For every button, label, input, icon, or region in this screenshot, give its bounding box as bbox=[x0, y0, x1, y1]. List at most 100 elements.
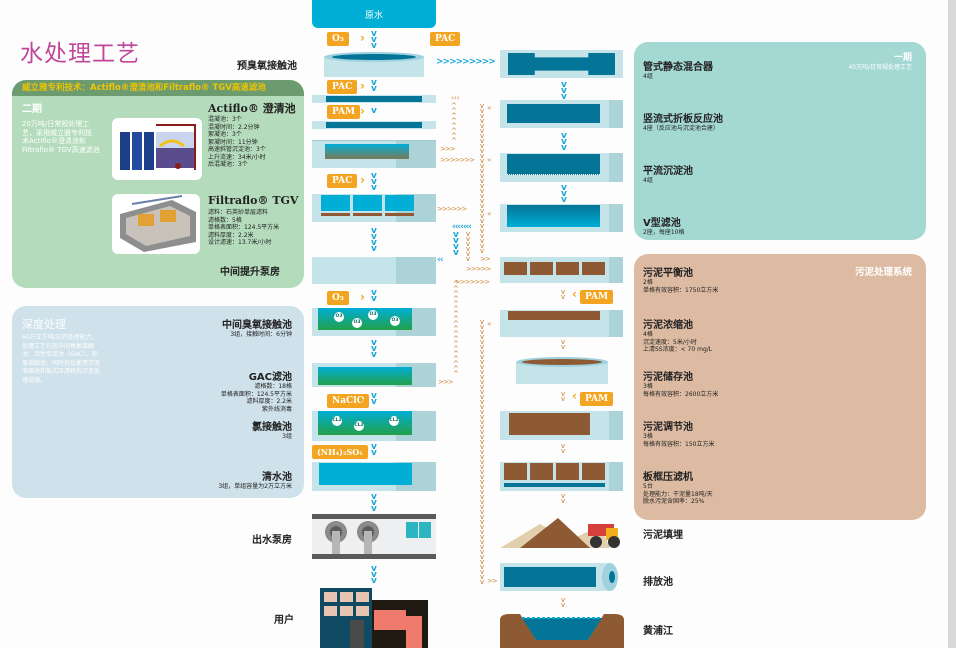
item-spec: 单格表面积：124.5平方米 bbox=[220, 390, 292, 398]
flow-right-arrows: >>> bbox=[438, 378, 454, 386]
arrow-right-icon: › bbox=[360, 444, 365, 458]
pre-ozone-tank bbox=[324, 52, 424, 77]
desc-line: 氯接触池；同时包括使用污泥 bbox=[22, 359, 101, 367]
filtraflo-title: Filtraflo® TGV bbox=[208, 194, 299, 207]
static-mixer bbox=[500, 50, 623, 78]
clear-water-tank bbox=[312, 462, 436, 491]
return-flow-up: ^^^^^^^^ bbox=[451, 102, 457, 145]
flow-right-arrows: >>>>> bbox=[466, 265, 491, 273]
flow-right-arrows: >>>>>> bbox=[437, 205, 467, 213]
item-spec: 每格有效容积：2600立方米 bbox=[643, 390, 719, 398]
item-sludge-balance: 污泥平衡池 2格 单格有效容积：1750立方米 bbox=[643, 264, 718, 294]
item-spec: 紫外线消毒 bbox=[261, 405, 292, 413]
item-spec: 4格 bbox=[643, 331, 653, 338]
o3-bubble: O3 bbox=[352, 318, 362, 328]
item-spec: 5台 bbox=[643, 483, 653, 490]
desc-line: 艺，采用威立雅专利技 bbox=[22, 128, 92, 137]
rail bbox=[312, 134, 436, 141]
landfill-label: 污泥填埋 bbox=[643, 530, 683, 541]
item-folded-plate: 竖流式折板反应池 4座（反应池与沉淀池合建） bbox=[643, 110, 723, 133]
spec-line: 混凝池：3个 bbox=[208, 116, 242, 123]
item-spec: 4座（反应池与沉淀池合建） bbox=[643, 125, 719, 132]
page-title: 水处理工艺 bbox=[20, 41, 140, 67]
o3-bubble: O3 bbox=[390, 316, 400, 326]
landfill-illustration bbox=[500, 518, 620, 548]
phase1-subtitle: 40万吨/日常规处理工艺 bbox=[848, 64, 912, 71]
backwash-left-arrows: ‹‹‹‹‹‹‹ bbox=[452, 222, 472, 232]
desc-line: 20万吨/日常规处理工 bbox=[22, 120, 90, 128]
advanced-desc: 60万立方吨/日的处理能力， 处理工艺包括中间臭氧接触 池、活性炭滤池（GAC）… bbox=[22, 334, 142, 385]
mid-ozone-tank: O3 O3 O3 O3 bbox=[312, 308, 436, 336]
item-spec: 单格有效容积：1750立方米 bbox=[643, 286, 719, 294]
sludge-panel: 污泥处理系统 污泥平衡池 2格 单格有效容积：1750立方米 污泥浓缩池 4格 … bbox=[634, 254, 926, 520]
item-spec: 3组，接触时间：6分钟 bbox=[230, 331, 292, 338]
flocculation-tank bbox=[312, 121, 436, 129]
lift-pump-tank bbox=[312, 257, 436, 284]
chem-pac-2: PAC bbox=[327, 80, 358, 94]
phase2-panel: 威立雅专利技术：Actiflo®澄清池和Filtraflo® TGV高速滤池 二… bbox=[12, 80, 304, 288]
advanced-treatment-panel: 深度处理 60万立方吨/日的处理能力， 处理工艺包括中间臭氧接触 池、活性炭滤池… bbox=[12, 306, 304, 498]
chem-pac-1: PAC bbox=[430, 32, 461, 46]
item-name: 污泥浓缩池 bbox=[643, 320, 693, 331]
desc-line: 浓缩池和板式压滤机的污泥处 bbox=[22, 368, 101, 375]
phase1-panel: 一期 40万吨/日常规处理工艺 管式静态混合器 4组 竖流式折板反应池 4座（反… bbox=[634, 42, 926, 240]
v-filter bbox=[500, 204, 623, 232]
arrow-right-icon: › bbox=[360, 393, 365, 407]
phase2-label: 二期 bbox=[22, 104, 42, 115]
item-spec: 滤料厚度：2.2米 bbox=[246, 398, 292, 405]
cl2-bubble: CL2 bbox=[354, 421, 364, 431]
flow-right-arrows: >> bbox=[487, 577, 498, 585]
flow-left-arrows: ‹‹ bbox=[487, 104, 492, 112]
spec-line: 滤格数：5格 bbox=[208, 216, 242, 224]
raw-water-source: 原水 bbox=[312, 0, 436, 28]
pump-icon bbox=[325, 521, 431, 554]
filtraflo-filter bbox=[312, 194, 436, 222]
users-label: 用户 bbox=[274, 615, 294, 626]
phase2-desc: 20万吨/日常规处理工 艺，采用威立雅专利技 术Actiflo®澄清池和 Fil… bbox=[22, 120, 122, 154]
raw-water-label: 原水 bbox=[364, 11, 383, 21]
actiflo-illustration bbox=[120, 124, 196, 170]
chem-pam-3: PAM bbox=[580, 392, 614, 406]
item-spec: 滤格数：18格 bbox=[254, 383, 292, 390]
arrow-right-icon: › bbox=[360, 79, 365, 93]
desc-line: 60万立方吨/日的处理能力， bbox=[22, 334, 98, 341]
filtraflo-illustration bbox=[120, 195, 196, 252]
chem-pam-1: PAM bbox=[327, 105, 361, 119]
actiflo-diagram bbox=[112, 118, 202, 180]
item-sludge-storage: 污泥储存池 3格 每格有效容积：2600立方米 bbox=[643, 368, 718, 398]
chem-nh4so4: (NH₄)₂SO₄ bbox=[312, 445, 368, 459]
item-name: 竖流式折板反应池 bbox=[643, 114, 723, 125]
discharge-tank bbox=[500, 563, 618, 591]
return-flow-up: ^^^^^^^^^^^^^^^^^^^ bbox=[453, 280, 459, 378]
backwash-left-arrows: ‹‹ bbox=[437, 255, 444, 265]
item-spec: 沉淀速度：5米/小时 bbox=[643, 338, 697, 346]
window-edge bbox=[948, 0, 956, 648]
item-name: 清水池 bbox=[262, 472, 292, 483]
filter-press bbox=[500, 462, 623, 491]
flow-left-arrows: ‹‹ bbox=[487, 156, 492, 164]
spec-line: 滤料厚度：2.2米 bbox=[208, 231, 254, 239]
spec-line: 后混凝池：3个 bbox=[208, 161, 248, 168]
item-static-mixer: 管式静态混合器 4组 bbox=[643, 58, 713, 81]
filtraflo-diagram bbox=[112, 194, 200, 254]
spec-line: 高速斜管沉淀池：3个 bbox=[208, 146, 266, 153]
item-name: 污泥储存池 bbox=[643, 372, 693, 383]
discharge-label: 排放池 bbox=[643, 577, 673, 588]
sludge-thickener bbox=[500, 310, 623, 337]
river-illustration bbox=[500, 614, 624, 648]
flow-chevron-icon: v bbox=[371, 106, 377, 116]
item-sedimentation: 平流沉淀池 4组 bbox=[643, 162, 693, 185]
users-building bbox=[320, 588, 428, 648]
